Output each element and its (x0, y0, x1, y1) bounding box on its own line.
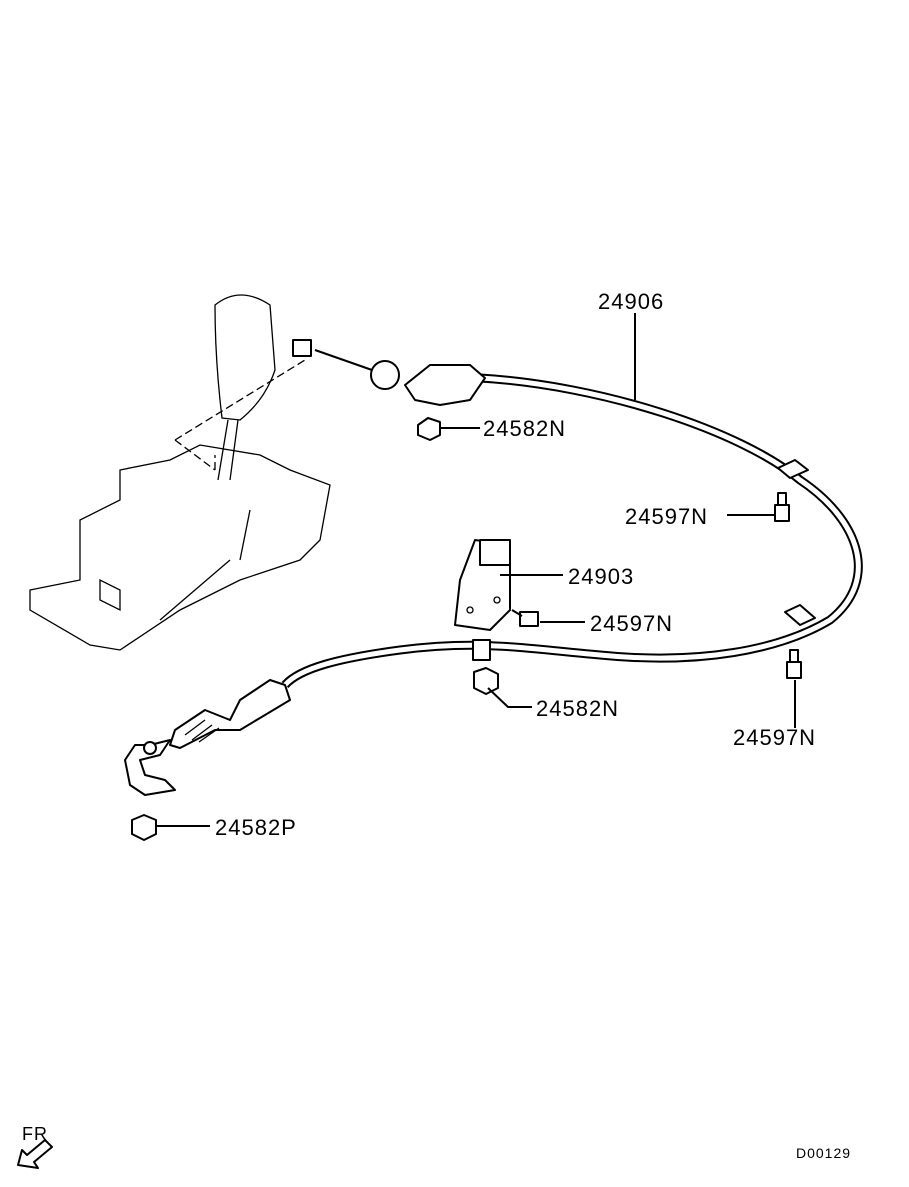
drawing-code: D00129 (796, 1145, 851, 1161)
bracket-24903 (454, 539, 511, 631)
shift-lever-assembly (29, 294, 331, 651)
part-label-24597n-lower[interactable]: 24597N (733, 725, 816, 750)
direction-label: FR (22, 1124, 48, 1144)
part-label-24582n-lower[interactable]: 24582N (536, 696, 619, 721)
nut-icon (131, 814, 157, 841)
bolt-icon (511, 609, 539, 627)
part-label-24597n-bracket[interactable]: 24597N (590, 611, 673, 636)
front-arrow-icon (17, 1139, 53, 1169)
shift-cable (124, 339, 863, 796)
bolt-icon (786, 649, 802, 679)
leader-lines (155, 313, 796, 827)
part-label-24906[interactable]: 24906 (598, 289, 664, 314)
part-label-24582n-upper[interactable]: 24582N (483, 416, 566, 441)
nut-icon (473, 667, 499, 695)
bolt-icon (774, 492, 790, 522)
fasteners (131, 417, 802, 841)
part-label-24597n-upper[interactable]: 24597N (625, 504, 708, 529)
nut-icon (417, 417, 441, 441)
part-label-24903[interactable]: 24903 (568, 564, 634, 589)
part-label-24582p[interactable]: 24582P (215, 815, 297, 840)
